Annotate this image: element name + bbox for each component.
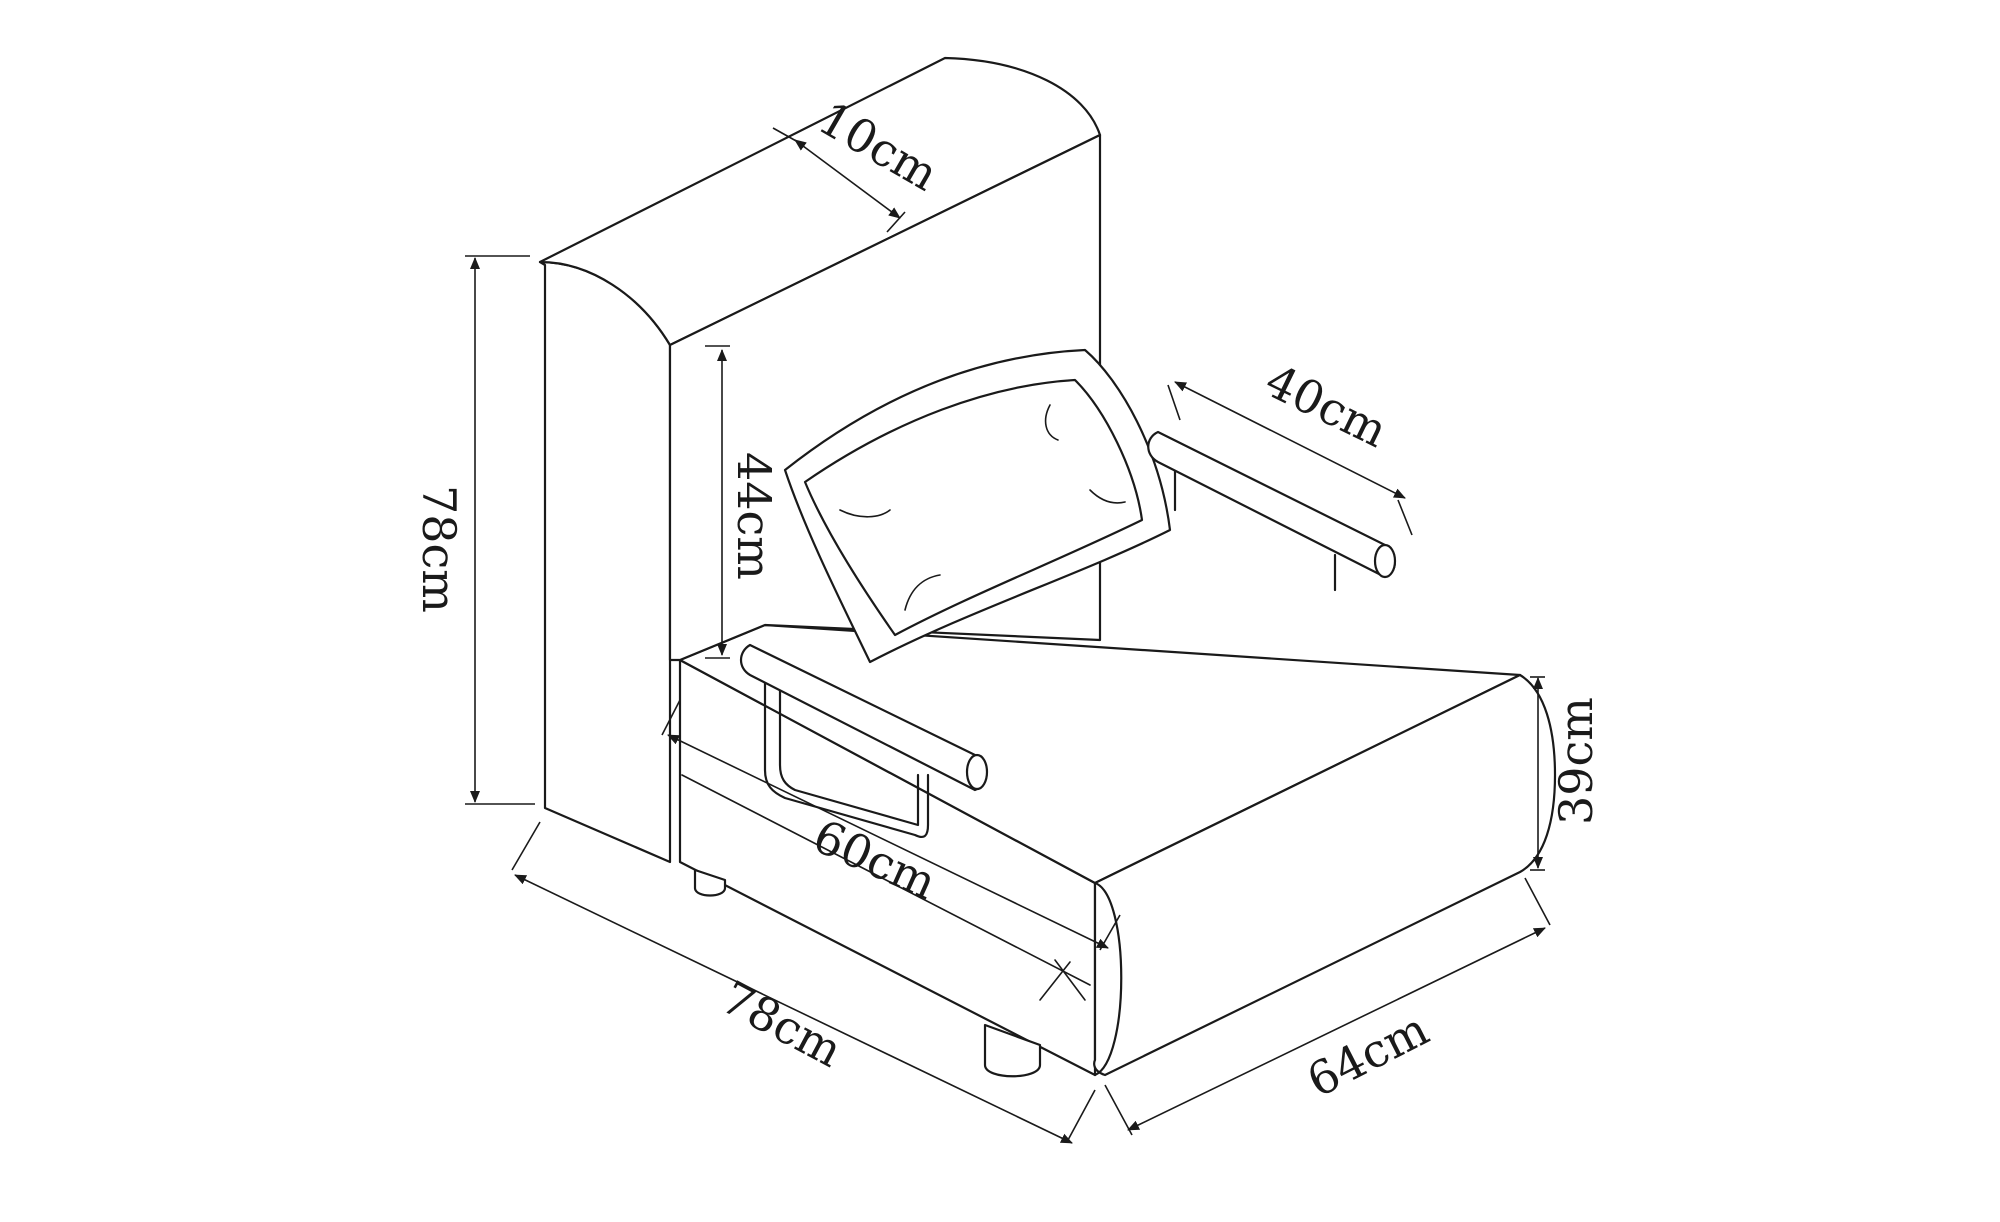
pillow-crease-2 <box>1044 404 1059 441</box>
armchair-drawing <box>538 56 1557 1078</box>
label-total-width: 64cm <box>1298 1002 1436 1108</box>
dim-ext-seat-depth-2 <box>1099 914 1121 951</box>
dim-line-total-width <box>1127 927 1546 1131</box>
dim-ext-seat-depth-1 <box>661 699 681 736</box>
pillow-inner <box>803 378 1144 637</box>
label-total-height: 78cm <box>412 485 466 613</box>
dim-ext-armrest-2 <box>1397 499 1413 536</box>
backrest-side <box>538 260 672 864</box>
label-seat-height: 39cm <box>1549 697 1603 825</box>
dim-line-total-depth <box>514 874 1073 1144</box>
dim-ext-total-depth-1 <box>511 821 541 871</box>
dim-ext-backrest-thickness-2 <box>886 211 906 233</box>
dim-line-armrest-length <box>1174 381 1406 499</box>
pillow-crease-4 <box>904 574 941 611</box>
rear-armrest-end <box>1373 543 1397 579</box>
dim-ext-total-width-1 <box>1104 1084 1133 1136</box>
front-armrest-end <box>965 753 989 791</box>
pillow-crease-3 <box>1089 489 1126 504</box>
dim-ext-total-width-2 <box>1524 877 1551 926</box>
dim-ext-armrest-1 <box>1167 384 1181 421</box>
dim-ext-total-depth-2 <box>1067 1089 1096 1141</box>
label-backrest-inner-height: 44cm <box>727 452 781 580</box>
label-armrest-length: 40cm <box>1257 353 1396 458</box>
pillow-outer <box>783 348 1172 664</box>
rear-armrest-bar <box>1147 430 1396 579</box>
pillow-crease-1 <box>839 509 891 518</box>
dim-ext-backrest-thickness-1 <box>772 127 799 143</box>
dim-line-backrest-thickness <box>794 139 901 219</box>
dimension-lines <box>465 127 1551 1144</box>
label-total-depth: 78cm <box>713 970 851 1078</box>
